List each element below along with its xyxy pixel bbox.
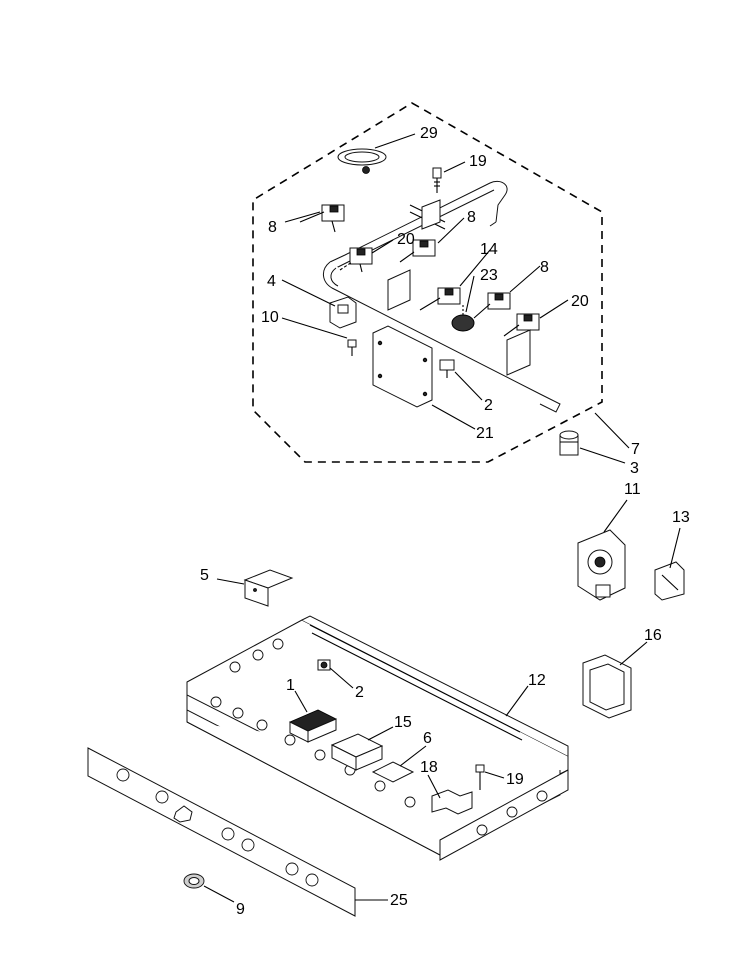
part-16-box bbox=[582, 654, 632, 719]
callout-2-top: 2 bbox=[484, 397, 493, 414]
part-21-plate bbox=[372, 325, 433, 408]
part-2-fitting-top bbox=[439, 359, 455, 378]
callout-29: 29 bbox=[420, 125, 438, 142]
callout-16: 16 bbox=[644, 627, 662, 644]
callout-18: 18 bbox=[420, 759, 438, 776]
part-20-valve-right bbox=[503, 313, 540, 337]
part-6-plate bbox=[371, 761, 415, 783]
callout-4: 4 bbox=[267, 273, 276, 290]
callout-8-right: 8 bbox=[540, 259, 549, 276]
part-8-valve-upper-left bbox=[299, 204, 345, 233]
callout-8-upper-left: 8 bbox=[268, 219, 277, 236]
part-5-bracket bbox=[243, 569, 294, 607]
part-1-block bbox=[289, 709, 337, 743]
callout-20-left: 20 bbox=[397, 231, 415, 248]
callout-20-right: 20 bbox=[571, 293, 589, 310]
callout-9: 9 bbox=[236, 901, 245, 918]
leader-lines bbox=[203, 133, 681, 903]
callout-1: 1 bbox=[286, 677, 295, 694]
part-2-fitting-lower bbox=[317, 659, 331, 671]
callout-5: 5 bbox=[200, 567, 209, 584]
part-9-knob bbox=[183, 873, 205, 889]
manifold-assembly bbox=[299, 148, 561, 413]
part-25-front-panel bbox=[87, 747, 356, 917]
callout-6: 6 bbox=[423, 730, 432, 747]
callout-21: 21 bbox=[476, 425, 494, 442]
callout-2-lower: 2 bbox=[355, 684, 364, 701]
part-14-valve bbox=[419, 287, 461, 311]
callout-19-lower: 19 bbox=[506, 771, 524, 788]
part-19-screw-top bbox=[432, 167, 442, 193]
part-11-regulator bbox=[577, 529, 626, 601]
callout-7: 7 bbox=[631, 441, 640, 458]
part-13-clip bbox=[654, 561, 685, 601]
callout-25: 25 bbox=[390, 892, 408, 909]
part-18-bracket bbox=[431, 789, 473, 815]
part-3-fitting bbox=[559, 430, 579, 456]
part-29-ring bbox=[337, 148, 387, 174]
callout-23: 23 bbox=[480, 267, 498, 284]
callout-labels: 29 19 8 8 20 14 23 8 20 4 10 2 21 7 3 11… bbox=[200, 125, 690, 918]
part-23-disc bbox=[451, 314, 475, 332]
callout-10: 10 bbox=[261, 309, 279, 326]
callout-8-center: 8 bbox=[467, 209, 476, 226]
callout-11: 11 bbox=[624, 481, 641, 498]
callout-19-top: 19 bbox=[469, 153, 487, 170]
part-12-base-tray bbox=[186, 615, 569, 861]
callout-3: 3 bbox=[630, 460, 639, 477]
part-19-screw-lower bbox=[475, 764, 485, 790]
part-10-screw bbox=[347, 339, 357, 356]
assembly-boundary bbox=[252, 102, 603, 463]
part-20-valve-left bbox=[339, 247, 373, 273]
callout-15: 15 bbox=[394, 714, 412, 731]
callout-14: 14 bbox=[480, 241, 498, 258]
callout-13: 13 bbox=[672, 509, 690, 526]
part-8-valve-center bbox=[399, 239, 436, 263]
part-4-bracket bbox=[329, 296, 357, 329]
part-8-valve-right bbox=[473, 292, 511, 319]
callout-12: 12 bbox=[528, 672, 546, 689]
